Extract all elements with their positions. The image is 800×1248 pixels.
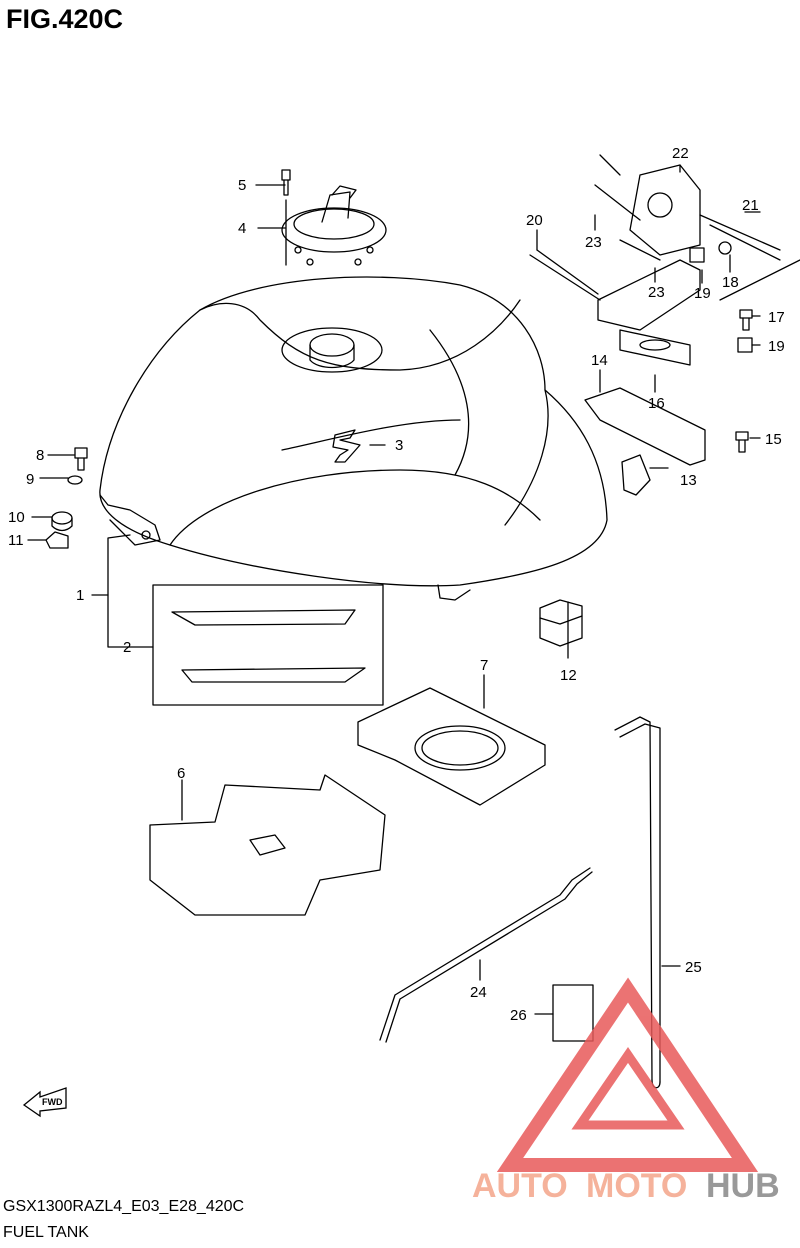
fwd-label: FWD	[42, 1097, 63, 1107]
washer-9	[67, 475, 83, 485]
callout-3: 3	[395, 437, 403, 454]
bolt-8	[74, 447, 88, 471]
callout-23a: 23	[585, 234, 602, 251]
callout-11: 11	[8, 532, 24, 549]
callout-24: 24	[470, 984, 487, 1001]
callout-8: 8	[36, 447, 44, 464]
fwd-arrow-icon: FWD	[22, 1087, 67, 1118]
leader-lines	[27, 164, 761, 1015]
callout-2: 2	[123, 639, 131, 656]
callout-1: 1	[76, 587, 84, 604]
callout-7: 7	[480, 657, 488, 674]
nut-19a	[689, 247, 705, 263]
callout-18: 18	[722, 274, 739, 291]
callout-10: 10	[8, 509, 25, 526]
callout-20: 20	[526, 212, 543, 229]
callout-4: 4	[238, 220, 246, 237]
collar-11	[45, 531, 69, 549]
rod-24	[379, 867, 593, 1043]
watermark-logo: AUTO MOTO HUB	[472, 977, 780, 1205]
watermark-hub: HUB	[706, 1167, 780, 1205]
decal-set-2	[152, 584, 384, 706]
diagram-name: FUEL TANK	[3, 1224, 89, 1241]
bolt-5	[281, 169, 291, 196]
watermark-auto: AUTO	[472, 1167, 568, 1205]
cushion-13	[621, 454, 651, 496]
callout-19a: 19	[694, 285, 711, 302]
callout-25: 25	[685, 959, 702, 976]
callout-15: 15	[765, 431, 782, 448]
callout-5: 5	[238, 177, 246, 194]
bracket-assembly	[529, 154, 800, 466]
callout-9: 9	[26, 471, 34, 488]
cushion-12	[539, 599, 583, 647]
suzuki-emblem	[332, 429, 361, 463]
bolt-17	[739, 309, 753, 331]
nut-18	[718, 241, 732, 255]
bolt-15	[735, 431, 749, 453]
callout-13: 13	[680, 472, 697, 489]
diagram-code: GSX1300RAZL4_E03_E28_420C	[3, 1198, 245, 1215]
watermark-moto: MOTO	[586, 1167, 687, 1205]
pad-6	[149, 774, 386, 916]
callout-17: 17	[768, 309, 785, 326]
fuel-tank-body	[99, 276, 608, 601]
callout-26: 26	[510, 1007, 527, 1024]
callout-22: 22	[672, 145, 689, 162]
figure-title: FIG.420C	[6, 4, 124, 34]
callout-14: 14	[591, 352, 608, 369]
nut-19b	[737, 337, 753, 353]
rod-25	[614, 716, 661, 1089]
callout-19b: 19	[768, 338, 785, 355]
callout-21: 21	[742, 197, 759, 214]
callout-6: 6	[177, 765, 185, 782]
cushion-10	[51, 511, 73, 532]
callout-16: 16	[648, 395, 665, 412]
callout-23b: 23	[648, 284, 665, 301]
fuel-cap	[281, 185, 387, 266]
pad-26	[552, 984, 594, 1042]
callout-12: 12	[560, 667, 577, 684]
gasket-7	[357, 687, 546, 806]
